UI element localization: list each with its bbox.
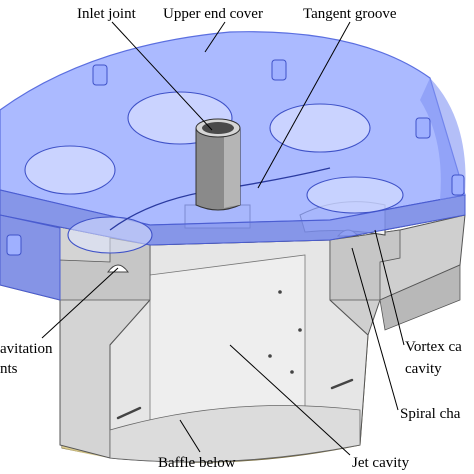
bolt-peg — [415, 117, 431, 139]
label-spiral: Spiral cha — [400, 406, 461, 422]
leader-inlet-joint — [111, 21, 213, 131]
leader-tangent-groove — [257, 21, 351, 189]
cavity-floor-ring — [109, 405, 361, 463]
pin-hole-1 — [278, 290, 282, 294]
right-flange-side — [379, 264, 461, 331]
cover-left-side — [0, 214, 61, 301]
leader-spiral — [351, 247, 399, 411]
label-jet: Jet cavity — [352, 455, 410, 471]
inlet-tube-highlight — [224, 128, 240, 208]
cover-hole-5 — [306, 176, 404, 214]
label-vortex-line1: Vortex ca — [405, 339, 462, 355]
bolt-peg — [451, 174, 465, 196]
leader-vortex — [374, 229, 405, 346]
pin-hole-3 — [268, 354, 272, 358]
cover-hole-4 — [67, 216, 153, 254]
label-cavitation-line1: avitation — [0, 341, 53, 357]
label-upper-end-cover: Upper end cover — [163, 6, 263, 22]
slot-right — [330, 378, 354, 390]
slot-left — [116, 406, 142, 420]
leader-cavitation — [41, 267, 119, 339]
cover-hole-2 — [269, 103, 371, 153]
label-baffle: Baffle below — [158, 455, 236, 471]
label-cavitation-line2: nts — [0, 361, 18, 377]
inlet-joint — [195, 118, 241, 211]
cover-hole-3 — [24, 145, 116, 195]
bolt-pegs — [6, 59, 465, 256]
cover-right-side — [420, 78, 466, 200]
pin-hole-4 — [290, 370, 294, 374]
label-tangent-groove: Tangent groove — [303, 6, 397, 22]
bolt-peg — [271, 59, 287, 81]
pin-hole-2 — [298, 328, 302, 332]
leader-baffle — [179, 419, 201, 453]
plate-step-right — [329, 229, 401, 301]
bolt-peg — [6, 234, 22, 256]
bolt-peg — [92, 64, 108, 86]
label-vortex-line2: cavity — [405, 361, 442, 377]
label-inlet-joint: Inlet joint — [77, 6, 137, 22]
leader-upper-end-cover — [204, 21, 226, 53]
inlet-tube-bore — [202, 122, 234, 134]
leader-lines — [41, 21, 405, 456]
labels: Inlet joint Upper end cover Tangent groo… — [0, 6, 462, 471]
leader-jet — [229, 344, 351, 456]
